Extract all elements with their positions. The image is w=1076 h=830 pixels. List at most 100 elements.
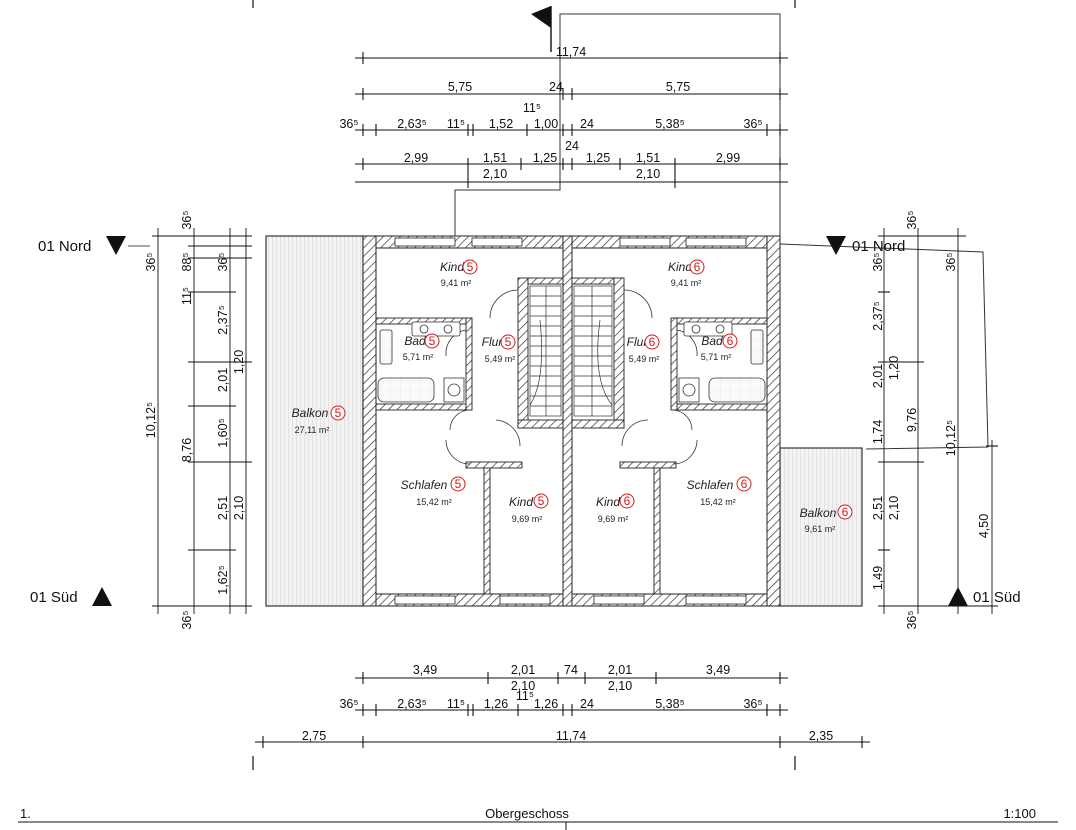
dim-label: 1,51: [636, 151, 660, 165]
dim-label: 2,10: [232, 496, 246, 520]
dim-label: 36⁵: [905, 210, 919, 229]
room-label: Bad 6 5,71 m²: [701, 333, 738, 362]
dim-label: 24: [580, 697, 594, 711]
north-flag-icon: [531, 6, 552, 52]
bottom-dimensions: 3,49 2,01 74 2,01 3,49 2,10 2,10 11⁵ 36⁵…: [302, 663, 833, 743]
svg-text:5: 5: [505, 335, 512, 349]
svg-text:Bad: Bad: [404, 334, 426, 348]
dim-label: 10,12⁵: [944, 420, 958, 456]
section-cut-line: [454, 13, 989, 450]
dim-label: 4,50: [977, 514, 991, 538]
dim-label: 2,01: [871, 364, 885, 388]
dim-label: 36⁵: [339, 117, 358, 131]
svg-text:6: 6: [842, 505, 849, 519]
room-label: Schlafen 6 15,42 m²: [687, 476, 752, 507]
room-label: Flur 5 5,49 m²: [482, 334, 516, 364]
svg-text:5: 5: [467, 260, 474, 274]
section-arrow-down-icon: [106, 236, 126, 255]
dim-label: 5,75: [666, 80, 690, 94]
svg-text:Kind: Kind: [440, 260, 464, 274]
dim-label: 36⁵: [743, 697, 762, 711]
svg-text:Kind: Kind: [596, 495, 620, 509]
svg-text:9,61 m²: 9,61 m²: [805, 524, 836, 534]
dim-label: 5,38⁵: [655, 117, 685, 131]
drawing-title: Obergeschoss: [485, 806, 569, 821]
top-dimensions: 11,74 5,75 24 5,75 11⁵ 36⁵ 2,63⁵ 11⁵ 1,5…: [339, 45, 762, 181]
svg-text:Balkon: Balkon: [292, 406, 329, 420]
dim-label: 2,37⁵: [871, 301, 885, 331]
dim-label: 5,38⁵: [655, 697, 685, 711]
room-label: Flur 6 5,49 m²: [627, 334, 660, 364]
svg-text:9,69 m²: 9,69 m²: [512, 514, 543, 524]
dim-label: 2,99: [404, 151, 428, 165]
dim-label: 2,10: [636, 167, 660, 181]
section-marker-north-left: 01 Nord: [38, 236, 150, 255]
dim-label: 24: [549, 80, 563, 94]
svg-text:Schlafen: Schlafen: [687, 478, 734, 492]
dim-label: 2,10: [483, 167, 507, 181]
dim-label: 24: [565, 139, 579, 153]
svg-text:9,41 m²: 9,41 m²: [441, 278, 472, 288]
balcony-5-deck: [265, 235, 364, 607]
section-marker-south-right: 01 Süd: [948, 587, 1021, 606]
room-label: Balkon 6 9,61 m²: [800, 504, 853, 534]
svg-text:01 Süd: 01 Süd: [30, 589, 78, 606]
dim-label: 3,49: [706, 663, 730, 677]
dim-label: 36⁵: [216, 252, 230, 271]
page-frame: [252, 0, 796, 770]
dim-label: 8,76: [180, 438, 194, 462]
dim-label: 11⁵: [523, 101, 541, 115]
dim-label: 1,74: [871, 420, 885, 444]
dim-label: 5,75: [448, 80, 472, 94]
dim-label: 2,01: [511, 663, 535, 677]
dim-total: 11,74: [556, 45, 586, 59]
svg-text:Balkon: Balkon: [800, 506, 837, 520]
svg-text:Flur: Flur: [627, 335, 649, 349]
dim-label: 2,10: [608, 679, 632, 693]
room-label: Bad 5 5,71 m²: [403, 333, 440, 362]
dim-label: 1,20: [887, 356, 901, 380]
dim-label: 10,12⁵: [144, 402, 158, 438]
room-labels: Kind 5 9,41 m² Kind 6 9,41 m² Bad 5 5,71…: [292, 259, 853, 534]
dim-label: 11⁵: [447, 697, 465, 711]
dim-label: 1,60⁵: [216, 418, 230, 448]
dim-label: 36⁵: [743, 117, 762, 131]
dim-label: 1,26: [484, 697, 508, 711]
drawing-index: 1.: [20, 806, 31, 821]
svg-text:15,42 m²: 15,42 m²: [700, 497, 736, 507]
room-label: Schlafen 5 15,42 m²: [401, 476, 466, 507]
svg-text:01 Süd: 01 Süd: [973, 589, 1021, 606]
svg-text:15,42 m²: 15,42 m²: [416, 497, 452, 507]
svg-text:6: 6: [649, 335, 656, 349]
left-dimensions: 10,12⁵ 8,76 36⁵ 36⁵ 11⁵ 88⁵ 36⁵ 2,37⁵ 2,…: [144, 210, 246, 629]
svg-text:5,49 m²: 5,49 m²: [485, 354, 516, 364]
dim-label: 1,49: [871, 566, 885, 590]
dim-label: 11⁵: [516, 689, 534, 703]
svg-text:5: 5: [335, 406, 342, 420]
dim-label: 2,37⁵: [216, 305, 230, 335]
drawing-footer: 1. Obergeschoss 1:100: [18, 806, 1058, 830]
dim-label: 1,25: [533, 151, 557, 165]
dim-label: 11,74: [556, 729, 586, 743]
bathroom-fixtures: [377, 321, 766, 403]
dim-label: 1,25: [586, 151, 610, 165]
svg-text:9,41 m²: 9,41 m²: [671, 278, 702, 288]
dim-label: 36⁵: [944, 252, 958, 271]
dim-label: 1,20: [232, 350, 246, 374]
svg-text:5,71 m²: 5,71 m²: [403, 352, 434, 362]
dim-label: 2,51: [871, 496, 885, 520]
door-swings: [445, 289, 698, 465]
svg-text:5,49 m²: 5,49 m²: [629, 354, 660, 364]
dim-label: 2,10: [511, 679, 535, 693]
dim-label: 9,76: [905, 408, 919, 432]
dim-label: 24: [580, 117, 594, 131]
section-marker-north-right: 01 Nord: [826, 236, 905, 255]
room-label: Kind 5 9,69 m²: [509, 493, 549, 524]
room-label: Kind 6 9,41 m²: [668, 259, 705, 288]
dim-label: 36⁵: [180, 610, 194, 629]
dim-label: 36⁵: [871, 252, 885, 271]
room-label: Kind 5 9,41 m²: [440, 259, 478, 288]
dim-label: 88⁵: [180, 252, 194, 271]
dim-label: 36⁵: [180, 210, 194, 229]
